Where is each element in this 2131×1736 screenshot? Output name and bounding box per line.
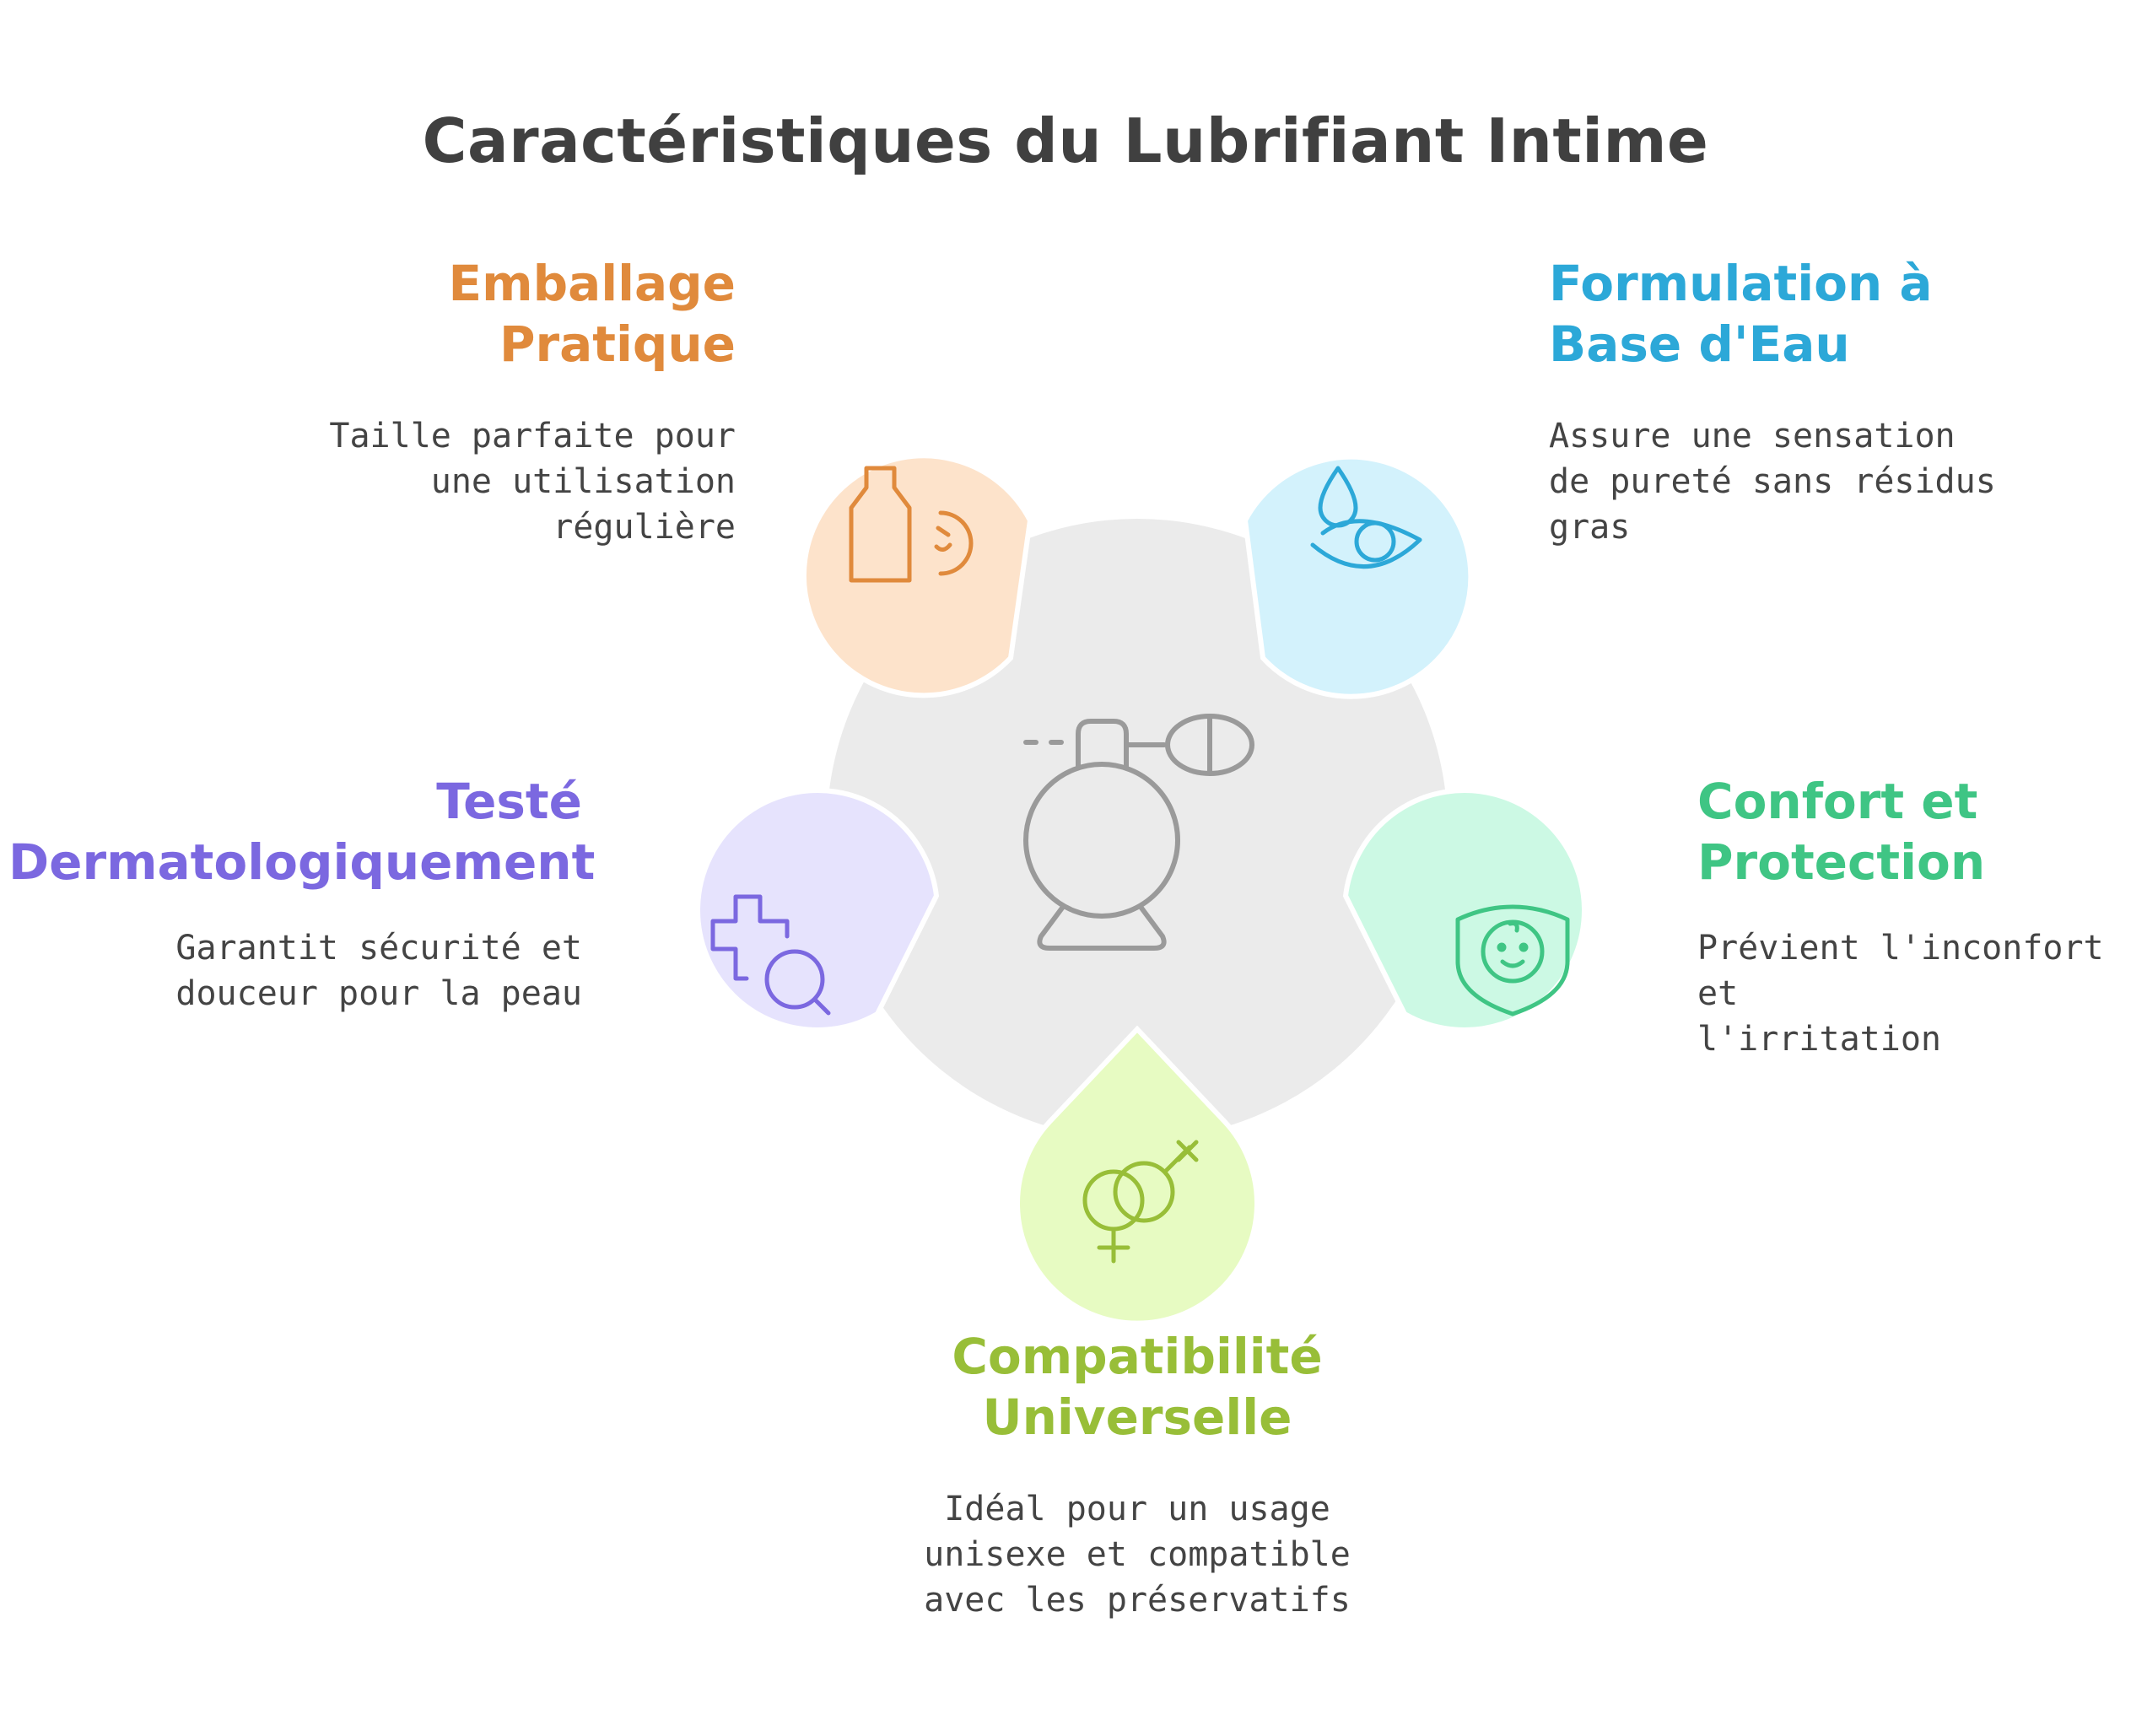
gender-symbols-icon <box>1082 1140 1199 1264</box>
baby-shield-icon <box>1455 904 1570 1016</box>
water-drop-eye-icon <box>1310 466 1422 569</box>
desc-line: régulière <box>553 508 736 547</box>
desc-formulation: Assure une sensation de pureté sans rési… <box>1549 413 2072 550</box>
desc-line: Assure une sensation <box>1549 417 1956 456</box>
teste-bubble <box>695 788 940 1032</box>
desc-line: de pureté sans résidus <box>1549 462 1996 501</box>
heading-line: Testé <box>436 773 582 830</box>
desc-confort: Prévient l'inconfort et l'irritation <box>1697 925 2119 1062</box>
medical-search-icon <box>710 894 831 1016</box>
heading-line: Dermatologiquement <box>8 833 596 891</box>
heading-line: Formulation à <box>1549 255 1933 312</box>
heading-formulation: Formulation à Base d'Eau <box>1549 253 2055 375</box>
perfume-atomizer-icon <box>1023 714 1254 951</box>
heading-line: Base d'Eau <box>1549 315 1850 373</box>
heading-line: Confort et <box>1697 773 1978 830</box>
formulation-bubble <box>1242 454 1474 699</box>
desc-line: Idéal pour un usage <box>944 1490 1330 1528</box>
desc-compatibilite: Idéal pour un usage unisexe et compatibl… <box>850 1486 1424 1623</box>
heading-emballage: Emballage Pratique <box>314 253 736 375</box>
heading-line: Compatibilité <box>952 1328 1323 1385</box>
page-title: Caractéristiques du Lubrifiant Intime <box>422 105 1709 176</box>
heading-line: Pratique <box>499 315 736 373</box>
desc-line: avec les préservatifs <box>924 1581 1351 1620</box>
emballage-bubble <box>801 453 1033 698</box>
heading-line: Protection <box>1697 833 1986 891</box>
heading-confort: Confort et Protection <box>1697 771 2102 892</box>
desc-line: gras <box>1549 508 1631 547</box>
desc-emballage: Taille parfaite pour une utilisation rég… <box>229 413 736 550</box>
heading-compatibilite: Compatibilité Universelle <box>884 1326 1390 1448</box>
desc-line: Taille parfaite pour <box>329 417 736 456</box>
heading-teste: Testé Dermatologiquement <box>8 771 596 892</box>
compatibilite-bubble <box>1015 1025 1260 1326</box>
bottle-icon <box>849 466 974 583</box>
desc-line: une utilisation <box>430 462 736 501</box>
confort-bubble <box>1342 788 1587 1032</box>
desc-line: l'irritation <box>1697 1020 1941 1059</box>
desc-line: douceur pour la peau <box>175 974 582 1013</box>
desc-teste: Garantit sécurité et douceur pour la pea… <box>59 925 582 1016</box>
heading-line: Emballage <box>448 255 736 312</box>
desc-line: Garantit sécurité et <box>175 929 582 968</box>
desc-line: Prévient l'inconfort et <box>1697 929 2104 1013</box>
desc-line: unisexe et compatible <box>924 1535 1351 1574</box>
heading-line: Universelle <box>982 1388 1292 1446</box>
